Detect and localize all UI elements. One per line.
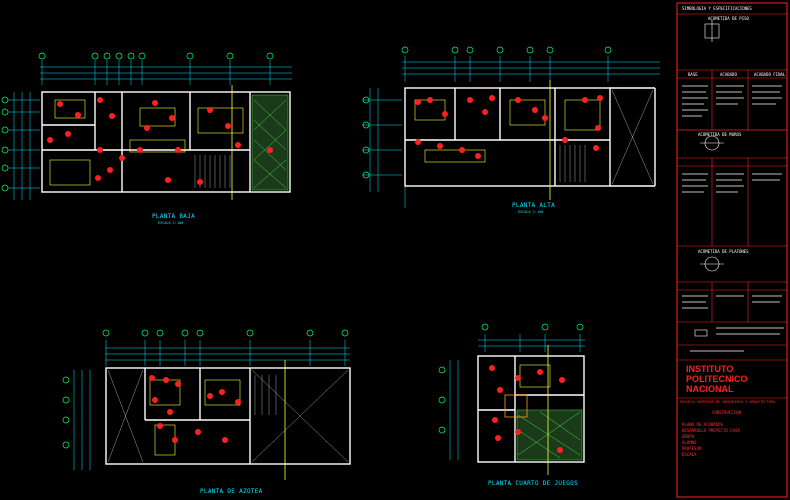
- title-block-section-muros: ACOMETIDA DE MUROS: [698, 132, 742, 137]
- plan-planta-baja: [1, 52, 292, 200]
- info-line-2: DESARROLLO PROYECTO CASA: [682, 428, 740, 433]
- label-planta-azotea: PLANTA DE AZOTEA: [200, 488, 263, 495]
- info-line-3: GRUPO: [682, 434, 695, 439]
- title-block-col-base: BASE: [688, 72, 698, 77]
- scale-planta-alta: ESCALA 1:100: [518, 210, 544, 214]
- title-block-text-lines: [682, 85, 784, 352]
- label-planta-cuarto-juegos: PLANTA CUARTO DE JUEGOS: [488, 480, 578, 487]
- title-block-section-plafones: ACOMETIDA DE PLAFONES: [698, 249, 749, 254]
- institute-name: INSTITUTO POLITECNICO NACIONAL: [686, 364, 748, 394]
- label-planta-baja: PLANTA BAJA: [152, 213, 196, 220]
- title-block-symbols: [694, 20, 724, 337]
- school-line: ESCUELA SUPERIOR DE INGENIERIA Y ARQUITE…: [680, 400, 775, 404]
- scale-planta-baja: ESCALA 1:100: [158, 221, 184, 225]
- info-line-6: ESCALA: [682, 452, 697, 457]
- plan-planta-cuarto-juegos: [438, 323, 585, 475]
- title-block-col-final: ACABADO FINAL: [754, 72, 786, 77]
- title-block-col-acabado: ACABADO: [720, 72, 737, 77]
- title-block-header: SIMBOLOGIA Y ESPECIFICACIONES: [682, 6, 752, 11]
- subject-name: CONSTRUCCION: [712, 410, 741, 415]
- info-line-4: ALUMNO: [682, 440, 697, 445]
- label-planta-alta: PLANTA ALTA: [512, 202, 556, 209]
- info-line-5: PROFESOR: [682, 446, 702, 451]
- info-line-1: PLANO DE ACABADOS: [682, 422, 723, 427]
- plan-planta-alta: [362, 46, 660, 208]
- plan-planta-azotea: [62, 329, 351, 480]
- title-block-frame: [676, 2, 788, 498]
- title-block-section-piso: ACOMETIDA DE PISO: [708, 16, 749, 21]
